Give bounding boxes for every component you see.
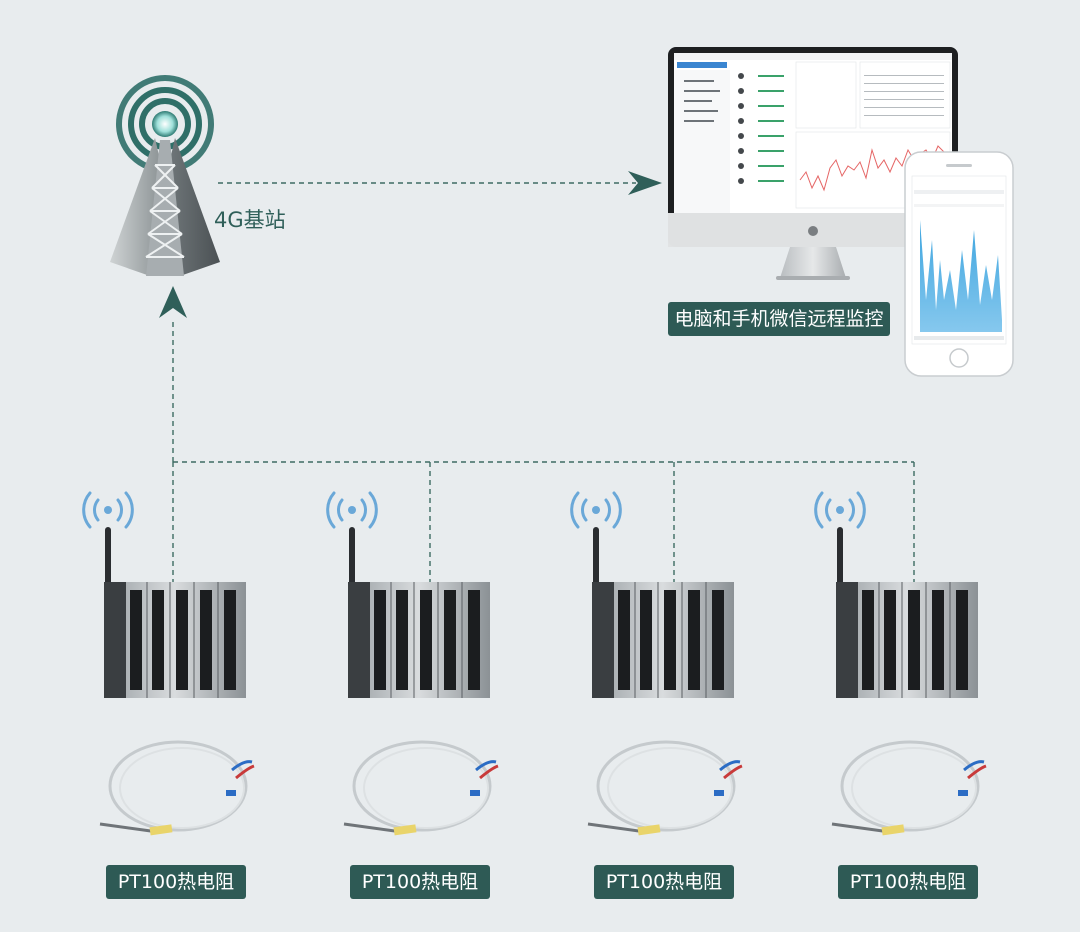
- sensor-label-2: PT100热电阻: [350, 865, 490, 899]
- remote-monitoring-label: 电脑和手机微信远程监控: [668, 302, 890, 336]
- connection-lines: [172, 182, 915, 582]
- wireless-io-module-4: [814, 491, 988, 837]
- pt100-probe-icon: [99, 740, 255, 836]
- arrow-up-icon: [159, 286, 187, 318]
- tower-label: 4G基站: [214, 208, 286, 232]
- sensor-label-4: PT100热电阻: [838, 865, 978, 899]
- arrow-right-icon: [628, 171, 662, 195]
- wireless-io-module: [82, 491, 255, 836]
- wireless-io-module-3: [570, 491, 744, 837]
- wifi-signal-icon: [82, 491, 134, 529]
- wireless-io-module-2: [326, 491, 500, 837]
- cell-tower-icon: [110, 75, 220, 276]
- sensor-label-3: PT100热电阻: [594, 865, 734, 899]
- sensor-label-1: PT100热电阻: [106, 865, 246, 899]
- phone-icon: [904, 151, 1014, 377]
